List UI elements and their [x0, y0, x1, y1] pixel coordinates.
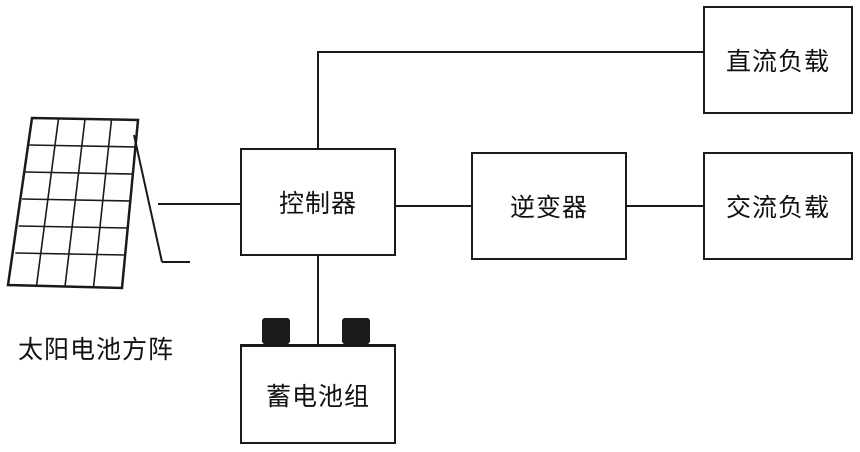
- dc-load-block: 直流负载: [703, 6, 853, 114]
- line-controller-to-dc-load: [317, 51, 703, 148]
- solar-array-label: 太阳电池方阵: [18, 335, 175, 364]
- controller-label: 控制器: [278, 189, 357, 218]
- ac-load-label: 交流负载: [725, 193, 830, 222]
- inverter-label: 逆变器: [509, 193, 588, 222]
- battery-label: 蓄电池组: [265, 381, 370, 411]
- controller-block: 控制器: [240, 148, 396, 256]
- battery-block: 蓄电池组: [240, 344, 396, 444]
- battery-terminal-right-icon: [342, 318, 370, 344]
- dc-load-label: 直流负载: [725, 47, 830, 76]
- ac-load-block: 交流负载: [703, 152, 853, 260]
- battery-terminal-left-icon: [262, 318, 290, 344]
- solar-panel-icon: [6, 116, 190, 290]
- inverter-block: 逆变器: [471, 152, 627, 260]
